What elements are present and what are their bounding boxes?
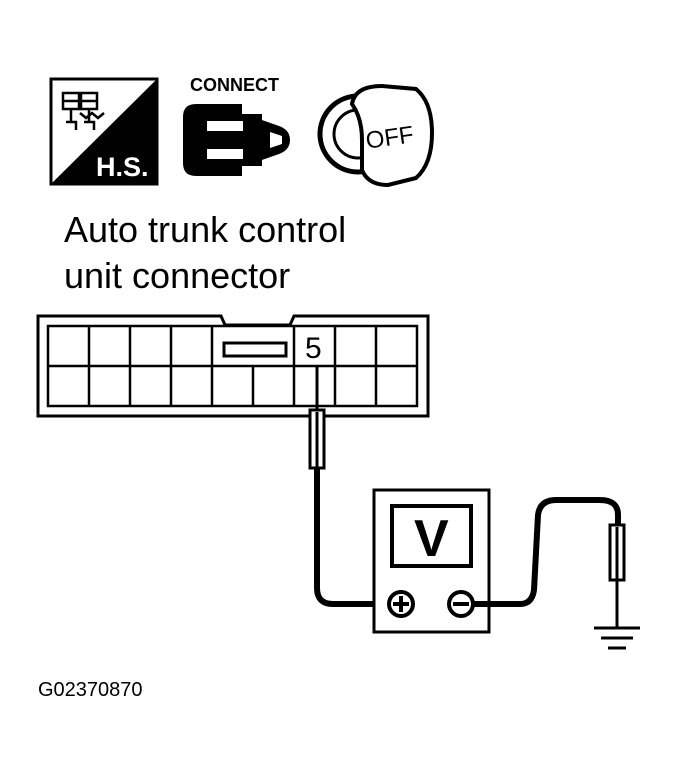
negative-terminal-icon [447, 590, 475, 618]
positive-terminal-icon [387, 590, 415, 618]
connect-label: CONNECT [190, 75, 279, 95]
positive-lead-wire [314, 468, 390, 607]
voltmeter: V [372, 488, 491, 634]
figure-id: G02370870 [38, 679, 143, 701]
harness-side-label: H.S. [96, 152, 149, 182]
connector-label-line2: unit connector [64, 255, 290, 296]
ignition-off-icon: OFF [317, 83, 435, 188]
pin-number-label: 5 [305, 332, 322, 365]
voltmeter-symbol: V [414, 510, 449, 568]
negative-probe [608, 523, 626, 628]
connector-face: 5 [36, 314, 430, 418]
negative-lead-wire [473, 497, 621, 607]
connector-label-line1: Auto trunk control [64, 209, 346, 250]
connect-icon: CONNECT [183, 75, 290, 176]
ignition-off-label: OFF [364, 121, 415, 154]
ground-icon [594, 626, 640, 650]
harness-side-icon: H.S. [49, 77, 159, 186]
